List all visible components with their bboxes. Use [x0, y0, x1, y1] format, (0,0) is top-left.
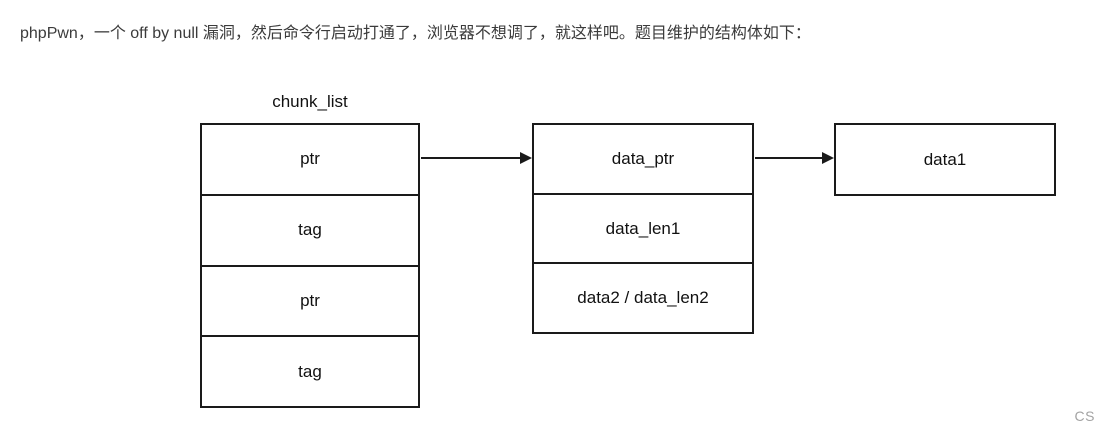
cell-label: data1	[923, 149, 967, 169]
chunk-list-cell-ptr2: ptr	[202, 267, 418, 338]
csdn-watermark: CS	[1074, 408, 1095, 424]
cell-label: tag	[298, 361, 322, 381]
data1-cell: data1	[836, 125, 1054, 194]
cell-label: data_ptr	[611, 148, 675, 168]
arrow-struct-to-data1	[755, 152, 834, 164]
chunk-list-cell-tag2: tag	[202, 337, 418, 406]
cell-label: tag	[298, 220, 322, 240]
intro-paragraph: phpPwn，一个 off by null 漏洞，然后命令行启动打通了，浏览器不…	[20, 25, 811, 42]
chunk-struct-cell-datalen1: data_len1	[534, 195, 752, 265]
chunk-struct-cell-data2-datalen2: data2 / data_len2	[534, 264, 752, 332]
data1-box: data1	[834, 123, 1056, 196]
cell-label: ptr	[300, 290, 320, 310]
arrow-chunklist-to-struct	[421, 152, 532, 164]
chunk-list-cell-ptr1: ptr	[202, 125, 418, 196]
chunk-list-box: ptr tag ptr tag	[200, 123, 420, 408]
chunk-struct-cell-dataptr: data_ptr	[534, 125, 752, 195]
cell-label: data_len1	[605, 218, 681, 238]
cell-label: ptr	[300, 149, 320, 169]
chunk-list-title: chunk_list	[272, 92, 348, 111]
cell-label: data2 / data_len2	[577, 288, 709, 308]
chunk-struct-box: data_ptr data_len1 data2 / data_len2	[532, 123, 754, 334]
chunk-list-cell-tag1: tag	[202, 196, 418, 267]
